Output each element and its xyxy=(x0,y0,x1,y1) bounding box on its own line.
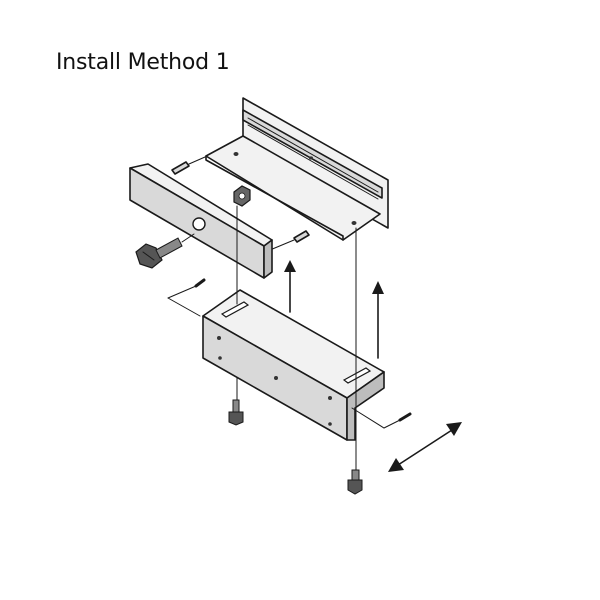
armature-hole xyxy=(192,217,206,231)
page-title: Install Method 1 xyxy=(56,50,230,75)
alignment-lines xyxy=(167,205,401,471)
plate-hole xyxy=(233,152,239,156)
arrow-up-right-icon xyxy=(372,281,384,359)
guide-pin-right xyxy=(269,230,310,251)
lower-bracket xyxy=(202,289,385,441)
plate-hole xyxy=(309,156,313,160)
double-arrow-icon xyxy=(388,422,462,472)
bracket-slot xyxy=(342,367,372,384)
small-pin-left xyxy=(194,278,206,288)
bottom-screw-left xyxy=(228,399,244,426)
mounting-screw-left xyxy=(135,233,195,269)
plate-hole xyxy=(351,221,357,225)
guide-pin-left xyxy=(171,156,206,175)
hex-nut-icon xyxy=(233,185,251,207)
top-l-bracket xyxy=(205,97,389,241)
bottom-screw-right xyxy=(347,469,363,495)
bracket-slot xyxy=(220,301,250,318)
arrow-up-left-icon xyxy=(284,260,296,313)
small-pin-right xyxy=(398,412,412,422)
